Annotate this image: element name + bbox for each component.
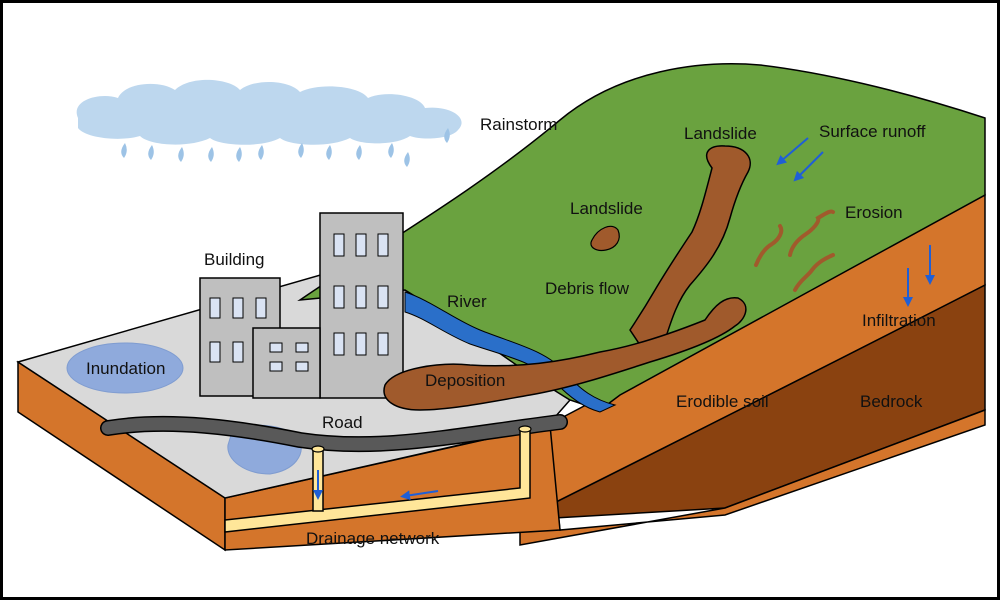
erosion-rills: [754, 209, 835, 292]
label-rainstorm: Rainstorm: [480, 115, 557, 134]
label-inundation: Inundation: [86, 359, 165, 378]
label-erosion: Erosion: [845, 203, 903, 222]
label-erodible-soil: Erodible soil: [676, 392, 769, 411]
debris-flow-channel: [383, 145, 751, 411]
flow-arrows: [776, 137, 935, 307]
inundation-pool: [66, 342, 184, 394]
label-landslide-mid: Landslide: [570, 199, 643, 218]
label-debris-flow: Debris flow: [545, 279, 630, 298]
label-surface-runoff: Surface runoff: [819, 122, 926, 141]
label-building: Building: [204, 250, 265, 269]
small-landslide-scar: [590, 225, 620, 252]
road-fill: [101, 415, 567, 451]
label-infiltration: Infiltration: [862, 311, 936, 330]
label-drainage-network: Drainage network: [306, 529, 440, 548]
label-river: River: [447, 292, 487, 311]
drainage-network: [224, 425, 532, 533]
building-small: [252, 327, 321, 399]
label-landslide-top: Landslide: [684, 124, 757, 143]
label-bedrock: Bedrock: [860, 392, 923, 411]
label-deposition: Deposition: [425, 371, 505, 390]
erodible-soil-layer: [519, 193, 986, 546]
rain-drops: [121, 128, 450, 167]
storm-cloud: [76, 79, 462, 145]
label-road: Road: [322, 413, 363, 432]
building-tall: [319, 212, 404, 399]
